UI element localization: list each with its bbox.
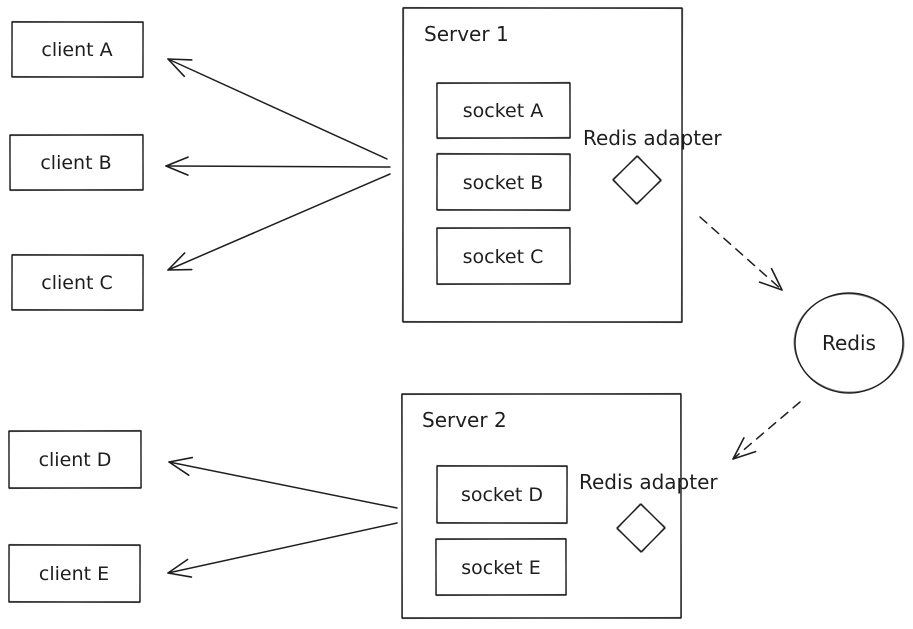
- server-2-title: Server 2: [422, 408, 507, 432]
- client-b-node: client B: [9, 133, 144, 192]
- socket-a-node: socket A: [436, 81, 571, 140]
- server-2-adapter-label: Redis adapter: [579, 470, 718, 494]
- server-2-adapter-diamond-icon: [616, 503, 666, 553]
- client-e-label: client E: [39, 563, 109, 585]
- arrow-adapter1-to-redis: [699, 216, 783, 291]
- socket-d-node: socket D: [436, 464, 568, 525]
- client-a-node: client A: [11, 20, 144, 79]
- client-e-node: client E: [8, 543, 141, 604]
- redis-node: Redis: [793, 292, 905, 394]
- socket-a-label: socket A: [463, 100, 543, 122]
- socket-d-label: socket D: [461, 484, 543, 506]
- socket-b-label: socket B: [463, 172, 544, 194]
- client-d-label: client D: [39, 449, 112, 471]
- arrow-redis-to-adapter2: [732, 401, 801, 460]
- socket-b-node: socket B: [436, 152, 571, 212]
- arrow-server2-to-client-e: [167, 522, 398, 578]
- socket-c-label: socket C: [463, 246, 544, 268]
- arrow-server2-to-client-d: [168, 456, 398, 509]
- arrow-server1-to-client-c: [167, 173, 391, 271]
- socket-c-node: socket C: [436, 226, 571, 286]
- socket-e-node: socket E: [435, 537, 567, 597]
- client-a-label: client A: [41, 39, 112, 61]
- server-1-node: Server 1 socket A socket B socket C: [401, 6, 684, 324]
- arrow-server1-to-client-b: [165, 156, 391, 176]
- server-2-node: Server 2 socket D socket E: [401, 392, 682, 620]
- server-1-adapter-label: Redis adapter: [583, 126, 722, 150]
- server-1-title: Server 1: [424, 22, 509, 46]
- client-c-node: client C: [11, 253, 144, 312]
- redis-label: Redis: [822, 331, 876, 355]
- socket-e-label: socket E: [461, 557, 540, 579]
- arrow-server1-to-client-a: [167, 58, 388, 160]
- client-b-label: client B: [40, 152, 111, 174]
- client-c-label: client C: [41, 272, 113, 294]
- client-d-node: client D: [8, 429, 142, 490]
- server-1-adapter-diamond-icon: [612, 155, 662, 205]
